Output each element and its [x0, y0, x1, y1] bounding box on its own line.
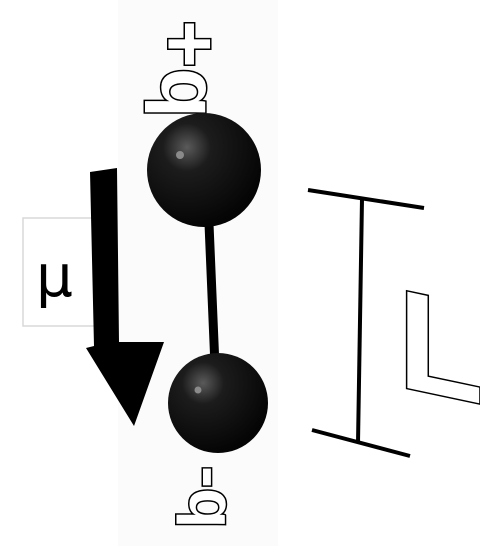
- length-label: L: [398, 260, 480, 434]
- negative-sphere-highlight: [194, 386, 202, 394]
- negative-charge-sphere: [168, 353, 268, 453]
- dipole-moment-arrow: [86, 168, 164, 426]
- positive-sphere-highlight: [176, 151, 184, 159]
- bracket-vertical-line: [356, 198, 364, 444]
- negative-charge-label: -q: [176, 466, 250, 528]
- dipole-moment-label: μ: [36, 242, 73, 310]
- dipole-moment-label-box: [22, 217, 104, 327]
- bracket-top-bar: [307, 188, 425, 210]
- positive-charge-label: +q: [144, 20, 235, 118]
- bracket-bottom-bar: [311, 428, 411, 458]
- length-bracket: [307, 188, 425, 458]
- background-panel: [118, 0, 278, 546]
- positive-charge-sphere: [147, 113, 261, 227]
